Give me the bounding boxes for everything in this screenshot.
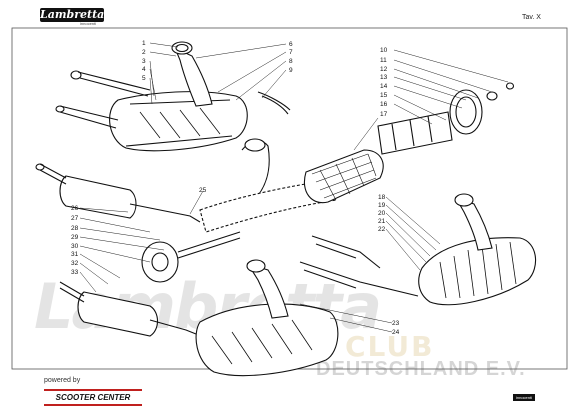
plate-number: Tav. X [522,14,541,21]
callout-2: 2 [142,49,146,56]
callout-24: 24 [392,329,400,336]
callout-28: 28 [71,225,79,232]
callout-27: 27 [71,215,79,222]
scooter-center-logo: SCOOTER CENTER [44,389,142,406]
callout-16: 16 [380,101,388,108]
callout-1: 1 [142,40,146,47]
callout-31: 31 [71,251,79,258]
callout-19: 19 [378,202,386,209]
innocenti-mark: innocenti [80,21,97,26]
leader-lines [79,42,509,333]
callout-4: 4 [142,66,146,73]
diagram-linework [35,41,537,377]
innocenti-stamp: innocenti [513,394,535,401]
mesh-cartridge [304,149,384,204]
silencer-bottom [59,259,339,377]
callout-14: 14 [380,83,388,90]
callout-9: 9 [289,67,293,74]
callout-11: 11 [380,57,387,64]
centre-pipe-assembly [199,138,337,233]
callout-26: 26 [71,205,79,212]
callout-12: 12 [380,66,388,73]
callout-23: 23 [392,320,400,327]
callout-29: 29 [71,234,79,241]
callout-22: 22 [378,226,386,233]
silencer-top [55,41,291,152]
callout-3: 3 [142,58,146,65]
callout-6: 6 [289,41,293,48]
callout-33: 33 [71,269,79,276]
callout-10: 10 [380,47,388,54]
callout-numbers: 1 2 3 4 5 6 7 8 9 10 11 12 13 14 15 16 1… [71,40,400,336]
silencer-left [35,163,241,283]
callout-21: 21 [378,218,386,225]
powered-by-label: powered by [44,377,81,384]
callout-32: 32 [71,260,79,267]
callout-17: 17 [380,111,388,118]
callout-18: 18 [378,194,386,201]
silencer-right [299,193,537,306]
callout-15: 15 [380,92,388,99]
watermark-club: CLUB [345,330,435,363]
callout-8: 8 [289,58,293,65]
callout-25: 25 [199,187,207,194]
lambretta-logo: Lambretta [40,8,105,22]
callout-13: 13 [380,74,388,81]
baffle-tube [377,82,515,155]
callout-7: 7 [289,49,293,56]
callout-5: 5 [142,75,146,82]
callout-20: 20 [378,210,386,217]
callout-30: 30 [71,243,79,250]
